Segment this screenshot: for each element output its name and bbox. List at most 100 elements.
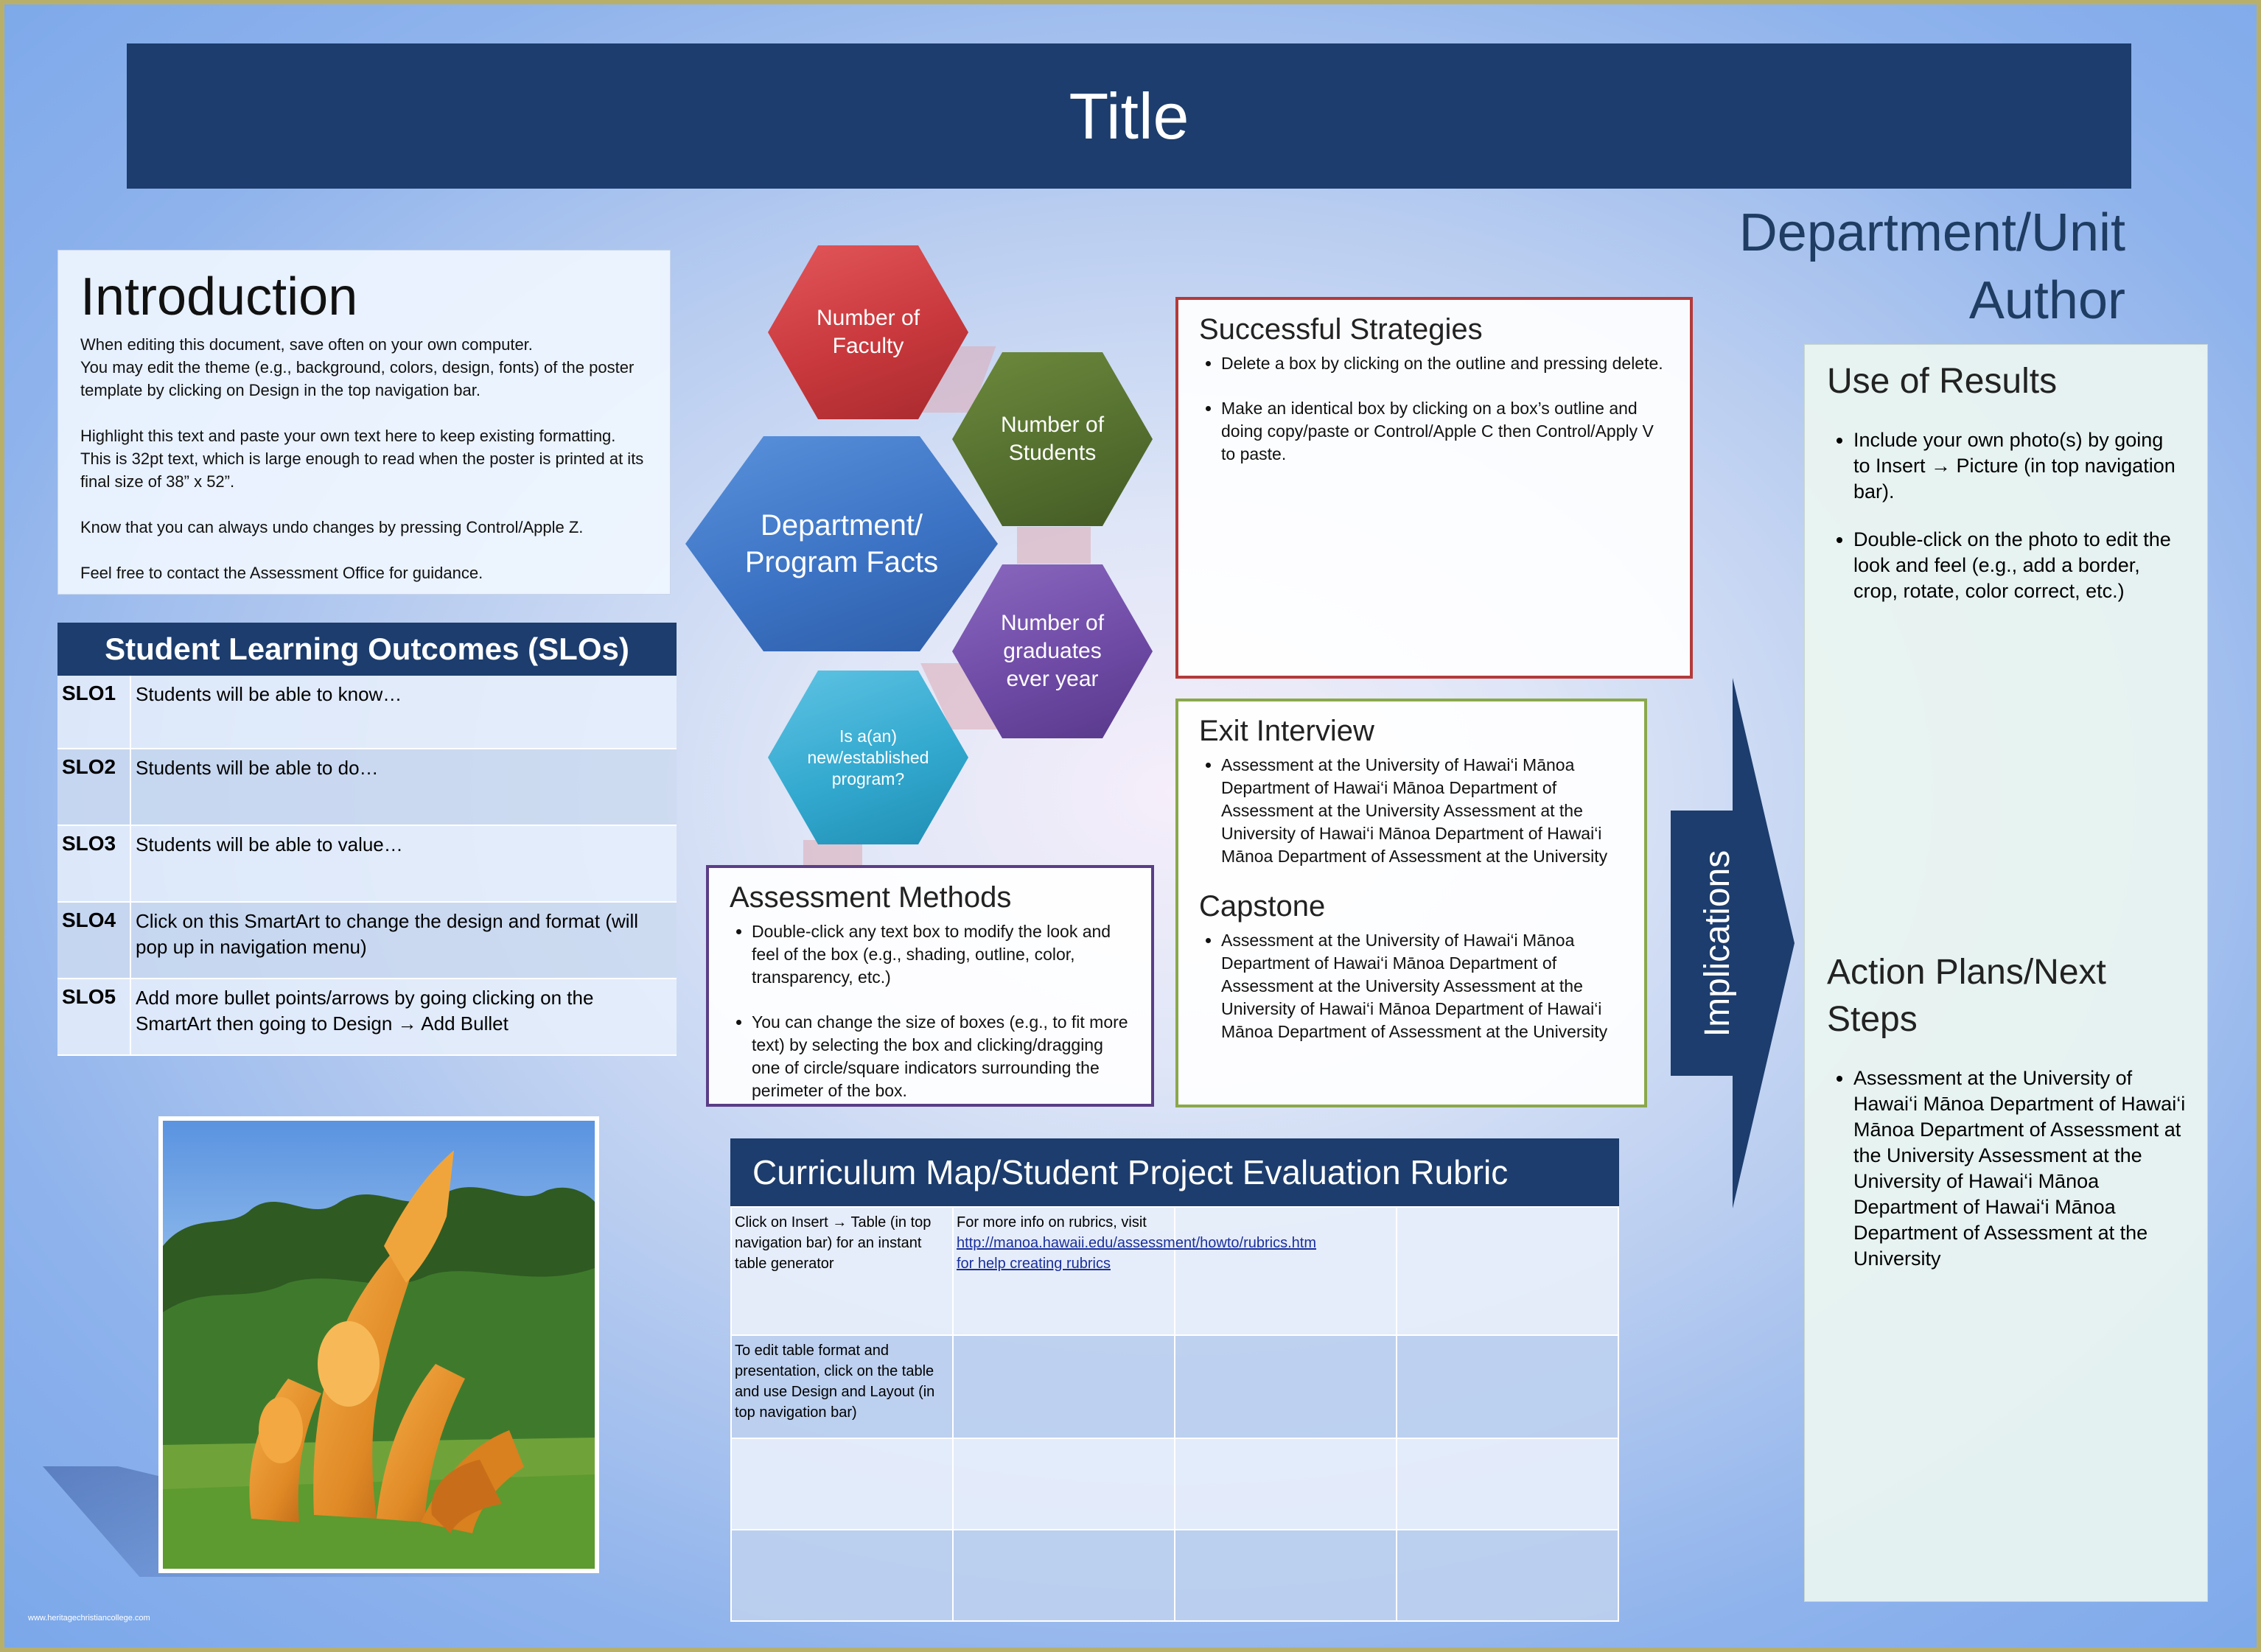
rubric-table[interactable]: Curriculum Map/Student Project Evaluatio… bbox=[730, 1138, 1619, 1622]
slo-row[interactable]: SLO5 Add more bullet points/arrows by go… bbox=[57, 979, 677, 1056]
introduction-theme-text: You may edit the theme (e.g., background… bbox=[80, 358, 635, 399]
table-row: Click on Insert → Table (in top navigati… bbox=[730, 1206, 1619, 1336]
introduction-heading: Introduction bbox=[80, 267, 358, 326]
watermark-text: www.heritagechristiancollege.com bbox=[28, 1614, 150, 1623]
table-cell[interactable] bbox=[952, 1529, 1175, 1622]
arrow-shape bbox=[1671, 678, 1795, 1208]
slo-rows: SLO1 Students will be able to know… SLO2… bbox=[57, 676, 677, 1056]
implications-label: Implications bbox=[1698, 850, 1738, 1037]
sculpture-photo[interactable] bbox=[158, 1116, 599, 1573]
table-row: To edit table format and presentation, c… bbox=[730, 1334, 1619, 1439]
table-row bbox=[730, 1438, 1619, 1530]
successful-strategies-box[interactable]: Successful Strategies Delete a box by cl… bbox=[1175, 297, 1693, 679]
program-facts-label: Department/Program Facts bbox=[744, 509, 939, 578]
use-of-results-list: Include your own photo(s) by going to In… bbox=[1827, 427, 2185, 604]
slo-id: SLO4 bbox=[57, 903, 131, 978]
implications-arrow[interactable] bbox=[1671, 678, 1795, 1208]
list-item: Double-click any text box to modify the … bbox=[752, 920, 1130, 989]
introduction-paragraph: Highlight this text and paste your own t… bbox=[80, 427, 644, 491]
exit-interview-heading: Exit Interview bbox=[1199, 715, 1374, 747]
table-cell[interactable] bbox=[1174, 1206, 1397, 1336]
table-cell[interactable]: For more info on rubrics, visit http://m… bbox=[952, 1206, 1316, 1336]
table-cell[interactable] bbox=[730, 1438, 954, 1530]
rubric-grid: Click on Insert → Table (in top navigati… bbox=[730, 1206, 1619, 1622]
sculpture-image bbox=[163, 1121, 595, 1569]
rubric-link[interactable]: http://manoa.hawaii.edu/assessment/howto… bbox=[957, 1235, 1317, 1272]
table-cell[interactable] bbox=[730, 1529, 954, 1622]
assessment-methods-box[interactable]: Assessment Methods Double-click any text… bbox=[706, 865, 1154, 1107]
slo-id: SLO1 bbox=[57, 676, 131, 748]
slo-row[interactable]: SLO3 Students will be able to value… bbox=[57, 826, 677, 903]
slo-text: Click on this SmartArt to change the des… bbox=[136, 910, 639, 958]
slo-text: Students will be able to do… bbox=[136, 757, 379, 779]
table-cell[interactable] bbox=[952, 1334, 1175, 1439]
author-label: Author bbox=[1968, 271, 2125, 330]
slo-row[interactable]: SLO2 Students will be able to do… bbox=[57, 749, 677, 826]
successful-strategies-list: Delete a box by clicking on the outline … bbox=[1199, 352, 1669, 466]
hex-connector bbox=[803, 840, 862, 869]
table-cell[interactable] bbox=[1174, 1438, 1397, 1530]
exit-capstone-box[interactable]: Exit Interview Assessment at the Univers… bbox=[1175, 699, 1647, 1107]
slo-id: SLO3 bbox=[57, 826, 131, 901]
list-item: Make an identical box by clicking on a b… bbox=[1221, 397, 1669, 466]
introduction-paragraph: Feel free to contact the Assessment Offi… bbox=[80, 564, 483, 582]
list-item: Assessment at the University of Hawai‘i … bbox=[1853, 1065, 2190, 1272]
program-facts-hexagon[interactable]: Department/Program Facts bbox=[685, 436, 998, 651]
table-cell[interactable]: To edit table format and presentation, c… bbox=[730, 1334, 954, 1439]
slo-table[interactable]: Student Learning Outcomes (SLOs) SLO1 St… bbox=[57, 623, 677, 1056]
successful-strategies-heading: Successful Strategies bbox=[1199, 313, 1483, 346]
use-of-results-heading: Use of Results bbox=[1827, 362, 2058, 401]
list-item: Delete a box by clicking on the outline … bbox=[1221, 352, 1669, 375]
slo-id: SLO5 bbox=[57, 979, 131, 1054]
table-cell[interactable] bbox=[952, 1438, 1175, 1530]
introduction-box[interactable]: Introduction When editing this document,… bbox=[57, 250, 671, 595]
introduction-save-text: When editing this document, save often o… bbox=[80, 335, 533, 354]
assessment-methods-heading: Assessment Methods bbox=[730, 881, 1012, 914]
introduction-paragraph: When editing this document, save often o… bbox=[80, 333, 648, 402]
slo-id: SLO2 bbox=[57, 749, 131, 825]
slo-heading: Student Learning Outcomes (SLOs) bbox=[57, 623, 677, 676]
action-plans-heading: Action Plans/Next Steps bbox=[1827, 953, 2106, 1039]
poster-title: Title bbox=[1069, 79, 1189, 153]
slo-text: Students will be able to value… bbox=[136, 833, 403, 855]
slo-row[interactable]: SLO4 Click on this SmartArt to change th… bbox=[57, 903, 677, 979]
list-item: You can change the size of boxes (e.g., … bbox=[752, 1011, 1130, 1102]
table-cell[interactable] bbox=[1396, 1529, 1619, 1622]
table-cell[interactable] bbox=[1396, 1438, 1619, 1530]
slo-text: Add more bullet points/arrows by going c… bbox=[136, 987, 594, 1035]
rubric-info-text: For more info on rubrics, visit bbox=[957, 1214, 1147, 1231]
list-item: Assessment at the University of Hawai‘i … bbox=[1221, 754, 1624, 868]
list-item: Include your own photo(s) by going to In… bbox=[1853, 427, 2185, 505]
title-banner[interactable]: Title bbox=[127, 43, 2131, 189]
action-plans-section: Action Plans/Next Steps Assessment at th… bbox=[1827, 949, 2190, 1294]
table-cell[interactable] bbox=[1174, 1529, 1397, 1622]
results-panel[interactable]: Use of Results Include your own photo(s)… bbox=[1804, 344, 2208, 1602]
list-item: Double-click on the photo to edit the lo… bbox=[1853, 527, 2185, 604]
implications-label-wrap: Implications bbox=[1670, 811, 1766, 1076]
hex-connector bbox=[1017, 527, 1091, 564]
exit-interview-list: Assessment at the University of Hawai‘i … bbox=[1199, 754, 1624, 868]
capstone-list: Assessment at the University of Hawai‘i … bbox=[1199, 929, 1624, 1043]
capstone-heading: Capstone bbox=[1199, 890, 1326, 923]
rubric-heading: Curriculum Map/Student Project Evaluatio… bbox=[730, 1138, 1619, 1206]
table-cell[interactable] bbox=[1396, 1334, 1619, 1439]
slo-row[interactable]: SLO1 Students will be able to know… bbox=[57, 676, 677, 749]
list-item: Assessment at the University of Hawai‘i … bbox=[1221, 929, 1624, 1043]
action-plans-list: Assessment at the University of Hawai‘i … bbox=[1827, 1065, 2190, 1272]
table-cell[interactable] bbox=[1396, 1206, 1619, 1336]
department-author[interactable]: Department/Unit Author bbox=[1739, 199, 2125, 335]
table-row bbox=[730, 1529, 1619, 1622]
table-cell[interactable] bbox=[1174, 1334, 1397, 1439]
introduction-paragraph: Know that you can always undo changes by… bbox=[80, 518, 584, 536]
slo-text: Students will be able to know… bbox=[136, 683, 402, 705]
table-cell[interactable]: Click on Insert → Table (in top navigati… bbox=[730, 1206, 954, 1336]
department-unit-label: Department/Unit bbox=[1738, 203, 2125, 262]
